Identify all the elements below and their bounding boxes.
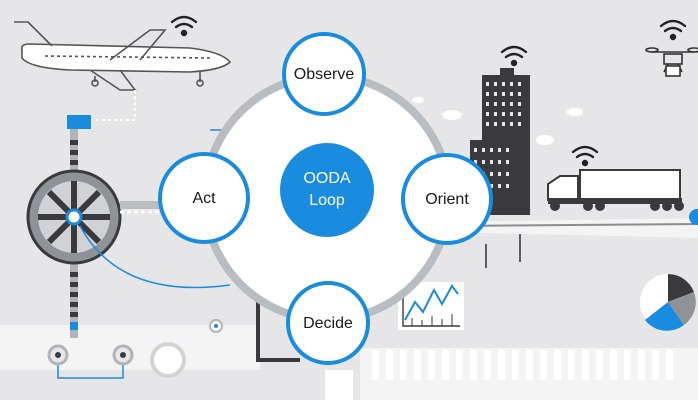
pipe-ticks: [70, 140, 78, 317]
node-orient-circle: [401, 153, 493, 245]
wifi-icon: [170, 15, 198, 37]
node-orient[interactable]: Orient: [401, 153, 493, 245]
node-decide-label: Decide: [303, 315, 353, 332]
node-observe[interactable]: Observe: [282, 32, 366, 116]
cloud-icon: [412, 97, 583, 145]
truck-icon: [547, 169, 684, 211]
antenna-poles: [485, 234, 521, 268]
circuit-lines: [57, 355, 124, 379]
center-circle: [280, 143, 374, 237]
node-decide[interactable]: Decide: [286, 281, 370, 365]
base-block: [325, 370, 353, 400]
wifi-icon: [571, 145, 599, 167]
wind-turbine-icon: [26, 169, 122, 265]
pie-chart-icon: [640, 274, 696, 331]
drone-icon: [645, 47, 698, 77]
center-node[interactable]: OODA Loop: [280, 143, 374, 237]
circuit-nodes: [47, 319, 223, 378]
blue-link-curve: [79, 225, 231, 289]
center-label-line2: Loop: [309, 192, 345, 209]
node-decide-circle: [286, 281, 370, 365]
node-act-label: Act: [192, 190, 216, 207]
node-act[interactable]: Act: [158, 152, 250, 244]
crosswalk: [372, 350, 673, 380]
center-label-line1: OODA: [303, 170, 350, 187]
building-icon: [470, 68, 530, 215]
node-observe-circle: [282, 32, 366, 116]
node-act-circle: [158, 152, 250, 244]
edge-node-right: [689, 209, 698, 225]
pipe-marker: [70, 322, 78, 330]
node-orient-label: Orient: [425, 191, 469, 208]
wifi-icon: [659, 19, 687, 41]
airplane-icon: [14, 21, 232, 91]
road-right: [440, 218, 698, 238]
node-observe-label: Observe: [294, 66, 355, 83]
signal-marker: [67, 115, 91, 129]
plane-link: [92, 90, 136, 121]
wifi-icon: [500, 45, 528, 67]
dark-pipe: [256, 300, 300, 362]
line-chart-icon: [398, 282, 464, 330]
